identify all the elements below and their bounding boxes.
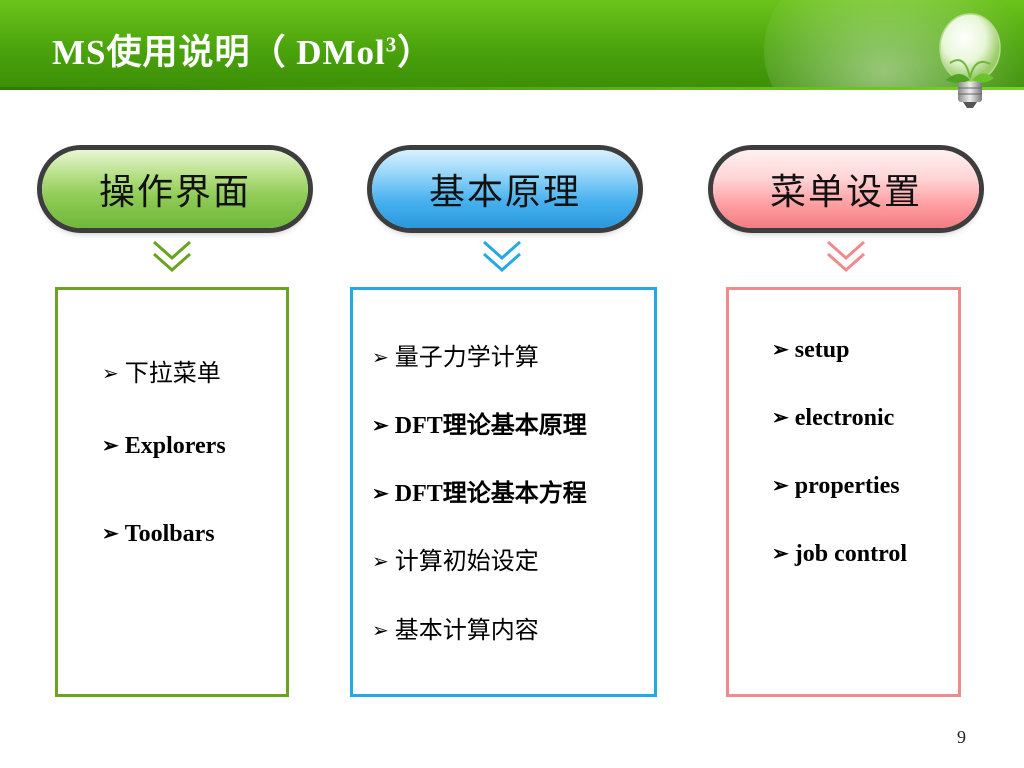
list-item: ➢setup [772,337,850,363]
bullet-arrow-icon: ➢ [372,483,389,505]
bullet-arrow-icon: ➢ [772,475,789,497]
content-box-principles [350,287,657,697]
bullet-arrow-icon: ➢ [102,523,119,545]
list-item: ➢量子力学计算 [372,345,539,371]
bullet-arrow-icon: ➢ [372,415,389,437]
list-item: ➢DFT理论基本原理 [372,413,587,439]
title-closing: ） [397,33,434,72]
bullet-arrow-icon: ➢ [772,407,789,429]
chevron-down-icon [827,240,865,273]
chevron-down-icon [483,240,521,273]
list-item: ➢Toolbars [102,521,215,547]
list-item: ➢properties [772,473,900,499]
bullet-arrow-icon: ➢ [772,339,789,361]
bullet-arrow-icon: ➢ [102,363,119,385]
page-number: 9 [957,727,966,747]
header-pill-principles: 基本原理 [372,150,638,228]
list-item: ➢Explorers [102,433,226,459]
list-item: ➢electronic [772,405,895,431]
lightbulb-icon [939,13,1001,108]
content-box-interface [55,287,289,697]
header-pill-menu-settings: 菜单设置 [713,150,979,228]
title-superscript: 3 [385,32,398,57]
slide-header: MS使用说明（ DMol3） [0,0,1024,90]
list-item: ➢下拉菜单 [102,361,221,387]
list-item: ➢计算初始设定 [372,549,539,575]
bullet-arrow-icon: ➢ [372,347,389,369]
bullet-arrow-icon: ➢ [372,620,389,642]
bullet-arrow-icon: ➢ [372,551,389,573]
bullet-arrow-icon: ➢ [102,435,119,457]
chevron-down-icon [153,240,191,273]
bullet-arrow-icon: ➢ [772,543,789,565]
header-pill-interface: 操作界面 [42,150,308,228]
list-item: ➢基本计算内容 [372,618,539,644]
list-item: ➢job control [772,541,907,567]
list-item: ➢DFT理论基本方程 [372,481,587,507]
slide-title: MS使用说明（ DMol3） [52,24,433,75]
content-box-menu-settings [726,287,961,697]
title-text: MS使用说明（ DMol [52,33,386,72]
